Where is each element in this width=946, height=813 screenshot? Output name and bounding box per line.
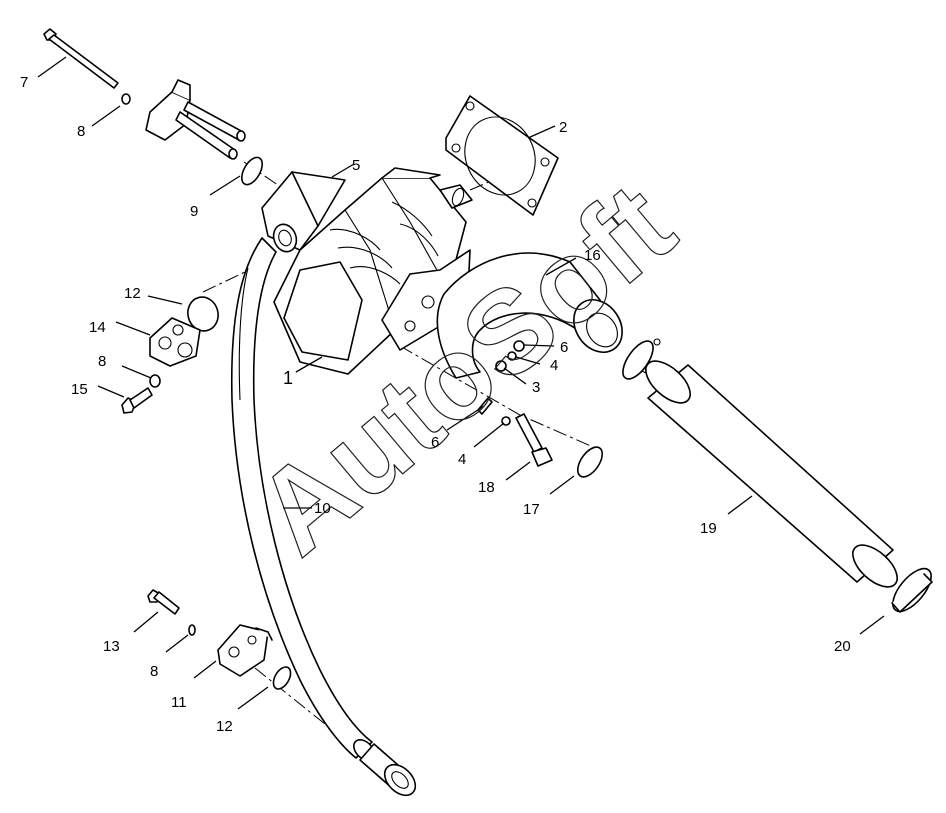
hardware-upper: [495, 340, 525, 372]
part-9-o-ring: [240, 156, 264, 186]
part-7-long-bolt: [43, 28, 119, 89]
callout-6-upper: 6: [560, 339, 568, 356]
part-5-pump-housing-block: [261, 171, 346, 253]
part-12-o-ring-lower: [272, 666, 292, 690]
callout-8-lower: 8: [150, 663, 158, 680]
hardware-lower: [477, 397, 511, 426]
part-12-o-ring-upper: [187, 296, 219, 332]
pump-shaft: [439, 184, 473, 209]
callout-4-lower: 4: [458, 451, 466, 468]
callout-1: 1: [283, 368, 293, 388]
part-8-washer-top: [121, 93, 131, 105]
part-17-o-ring: [576, 446, 604, 478]
callout-8-top: 8: [77, 123, 85, 140]
callout-20: 20: [834, 638, 851, 655]
flange-clamp-top: [145, 79, 246, 160]
callout-15: 15: [71, 381, 88, 398]
part-11-split-flange: [217, 624, 273, 677]
part-18-fitting-bolt: [515, 413, 553, 467]
callout-6-lower: 6: [431, 434, 439, 451]
part-19-tube: [645, 360, 898, 588]
part-13-bolt: [147, 589, 180, 615]
callout-7: 7: [20, 74, 28, 91]
part-8-washer-mid: [149, 374, 161, 388]
callout-13: 13: [103, 638, 120, 655]
part-8-washer-lower: [188, 624, 196, 636]
callout-9: 9: [190, 203, 198, 220]
callout-labels: 7 8 9 5 2 16 12 14 8 15 1 6 4 3 6 4 18 1…: [20, 74, 851, 735]
callout-2: 2: [559, 119, 567, 136]
callout-3: 3: [532, 379, 540, 396]
callout-16: 16: [584, 247, 601, 264]
callout-4-upper: 4: [550, 357, 558, 374]
callout-5: 5: [352, 157, 360, 174]
callout-17: 17: [523, 501, 540, 518]
callout-14: 14: [89, 319, 106, 336]
part-10-long-hose: [230, 237, 417, 797]
part-14-split-flange: [149, 317, 201, 367]
part-20-end-cap: [891, 567, 933, 613]
callout-18: 18: [478, 479, 495, 496]
part-15-bolt: [121, 387, 153, 414]
part-2-gasket: [445, 95, 559, 216]
part-16-elbow-hose: [436, 252, 623, 379]
callout-19: 19: [700, 520, 717, 537]
callout-11: 11: [171, 694, 187, 711]
part-1-pump-body: [273, 167, 467, 375]
callout-12-lower: 12: [216, 718, 233, 735]
callout-8-mid: 8: [98, 353, 106, 370]
callout-12-upper: 12: [124, 285, 141, 302]
leader-lines: [37, 56, 885, 710]
callout-10: 10: [314, 500, 331, 517]
